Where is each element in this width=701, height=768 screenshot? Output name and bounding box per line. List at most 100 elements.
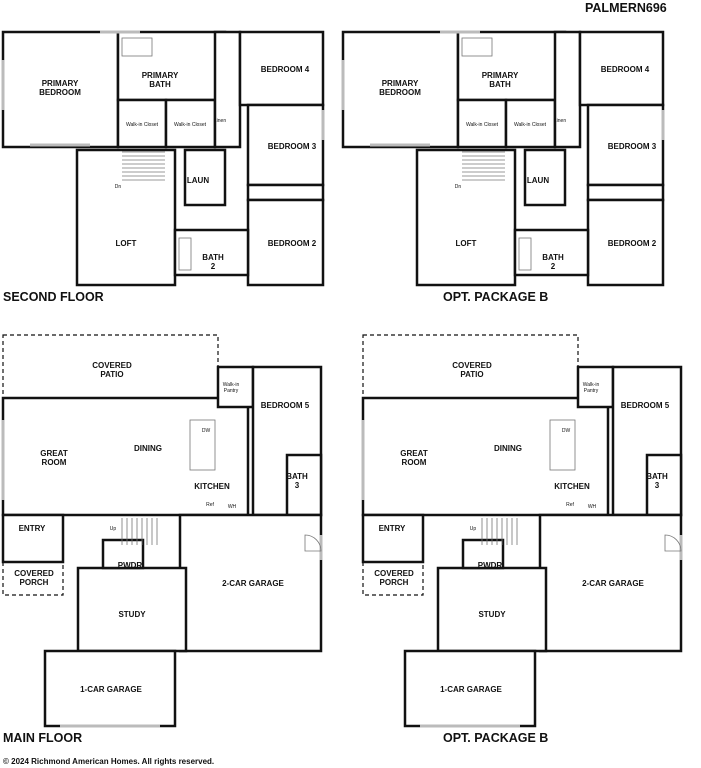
main-floor-plan-label-great-room-line: ROOM xyxy=(42,458,67,467)
main-floor-option-plan-label-up: Up xyxy=(470,526,477,532)
room-wall xyxy=(1,513,65,564)
second-floor-plan-label-dn: Dn xyxy=(115,184,122,190)
room-wall xyxy=(586,183,665,202)
second-floor-option-plan-label-bedroom-2: BEDROOM 2 xyxy=(608,239,657,248)
room-wall xyxy=(645,453,683,517)
main-floor-plan-label-kitchen: KITCHEN xyxy=(194,482,230,491)
main-floor-plan-label-bath-3-line: BATH xyxy=(286,472,308,481)
second-floor-plan-label-bedroom-2: BEDROOM 2 xyxy=(268,239,317,248)
room-wall xyxy=(586,198,665,287)
main-floor-option-plan-label-ref: Ref xyxy=(566,502,574,508)
kitchen-island xyxy=(549,419,576,471)
main-floor-option-plan-label-covered-porch-line: COVERED xyxy=(374,569,414,578)
main-floor-plan-label-walk-in-pantry-line: Pantry xyxy=(224,388,239,394)
main-floor-option-plan-label-pwdr: PWDR xyxy=(478,561,503,570)
main-floor-option-plan-label-bath-3-line: 3 xyxy=(655,481,660,490)
second-floor-plan-label-bath-2-line: BATH xyxy=(202,253,224,262)
plan-code: PALMERN696 xyxy=(585,1,667,15)
main-floor-plan-label-up: Up xyxy=(110,526,117,532)
main-floor-option-plan-label-covered-patio-line: PATIO xyxy=(460,370,483,379)
room-wall xyxy=(513,228,590,277)
main-floor-plan-label-dw: DW xyxy=(202,428,211,434)
second-floor-plan-label-primary-bath-line: PRIMARY xyxy=(142,71,179,80)
second-floor-plan-label-laun: LAUN xyxy=(187,176,209,185)
main-floor-option-plan-label-2-car-garage: 2-CAR GARAGE xyxy=(582,579,644,588)
main-floor-plan-label-covered-porch-line: PORCH xyxy=(20,578,49,587)
kitchen-island xyxy=(189,419,216,471)
main-floor-option-plan-label-bath-3-line: BATH xyxy=(646,472,668,481)
room-wall xyxy=(116,30,227,102)
second-floor-plan-label-walk-in-closet: Walk-in Closet xyxy=(174,122,207,128)
second-floor-plan-label-linen: Linen xyxy=(214,118,226,124)
room-wall xyxy=(361,396,610,517)
main-floor-option-plan-label-wh: WH xyxy=(588,504,597,510)
room-wall xyxy=(178,513,323,653)
second-floor-plan-label-primary-bedroom-line: BEDROOM xyxy=(39,88,81,97)
main-floor-option-title: OPT. PACKAGE B xyxy=(443,731,548,745)
room-wall xyxy=(341,30,460,149)
room-wall xyxy=(578,30,665,107)
main-floor-title: MAIN FLOOR xyxy=(3,731,82,745)
second-floor-plan-label-primary-bath-line: BATH xyxy=(149,80,171,89)
second-floor-plan-label-walk-in-closet: Walk-in Closet xyxy=(126,122,159,128)
main-floor-plan-label-great-room-line: GREAT xyxy=(40,449,68,458)
second-floor-plan-label-bedroom-4: BEDROOM 4 xyxy=(261,65,310,74)
second-floor-option-plan-label-primary-bedroom-line: BEDROOM xyxy=(379,88,421,97)
room-wall xyxy=(116,98,168,149)
second-floor-option-plan-label-laun: LAUN xyxy=(527,176,549,185)
main-floor-plan-label-2-car-garage: 2-CAR GARAGE xyxy=(222,579,284,588)
room-wall xyxy=(361,513,425,564)
main-floor-option-plan-label-entry: ENTRY xyxy=(379,524,406,533)
second-floor-option-plan-label-walk-in-closet: Walk-in Closet xyxy=(514,122,547,128)
second-floor-option-plan-label-loft: LOFT xyxy=(456,239,477,248)
room-wall xyxy=(164,98,217,149)
main-floor-plan-label-ref: Ref xyxy=(206,502,214,508)
main-floor-plan-label-study: STUDY xyxy=(118,610,146,619)
main-floor-option-plan-label-great-room-line: GREAT xyxy=(400,449,428,458)
room-wall xyxy=(246,183,325,202)
room-wall xyxy=(101,538,145,570)
main-floor-plan-label-bedroom-5: BEDROOM 5 xyxy=(261,401,310,410)
room-wall xyxy=(553,30,582,149)
room-wall xyxy=(415,148,517,287)
bathtub xyxy=(178,237,192,271)
main-floor-option-plan-label-bedroom-5: BEDROOM 5 xyxy=(621,401,670,410)
main-floor-option-plan-label-dw: DW xyxy=(562,428,571,434)
main-floor-plan-label-covered-patio-line: PATIO xyxy=(100,370,123,379)
room-wall xyxy=(586,103,665,187)
main-floor-option-plan-label-great-room-line: ROOM xyxy=(402,458,427,467)
second-floor-plan-label-primary-bedroom-line: PRIMARY xyxy=(42,79,79,88)
door-swing xyxy=(304,534,322,552)
room-wall xyxy=(504,98,557,149)
room-wall xyxy=(238,30,325,107)
main-floor-plan-label-entry: ENTRY xyxy=(19,524,46,533)
main-floor-plan-label-bath-3-line: 3 xyxy=(295,481,300,490)
second-floor-option-plan-label-primary-bedroom-line: PRIMARY xyxy=(382,79,419,88)
second-floor-option-title: OPT. PACKAGE B xyxy=(443,290,548,304)
second-floor-option-plan-label-bath-2-line: BATH xyxy=(542,253,564,262)
second-floor-option-plan-label-walk-in-closet: Walk-in Closet xyxy=(466,122,499,128)
room-wall xyxy=(216,365,255,409)
room-wall xyxy=(403,649,537,728)
main-floor-option-plan-label-dining: DINING xyxy=(494,444,522,453)
main-floor-option-plan-label-covered-porch-line: PORCH xyxy=(380,578,409,587)
room-wall xyxy=(183,148,227,207)
main-floor-plan-label-1-car-garage: 1-CAR GARAGE xyxy=(80,685,142,694)
room-wall xyxy=(538,513,683,653)
main-floor-option-plan-label-walk-in-pantry-line: Pantry xyxy=(584,388,599,394)
main-floor-plan-label-covered-porch-line: COVERED xyxy=(14,569,54,578)
